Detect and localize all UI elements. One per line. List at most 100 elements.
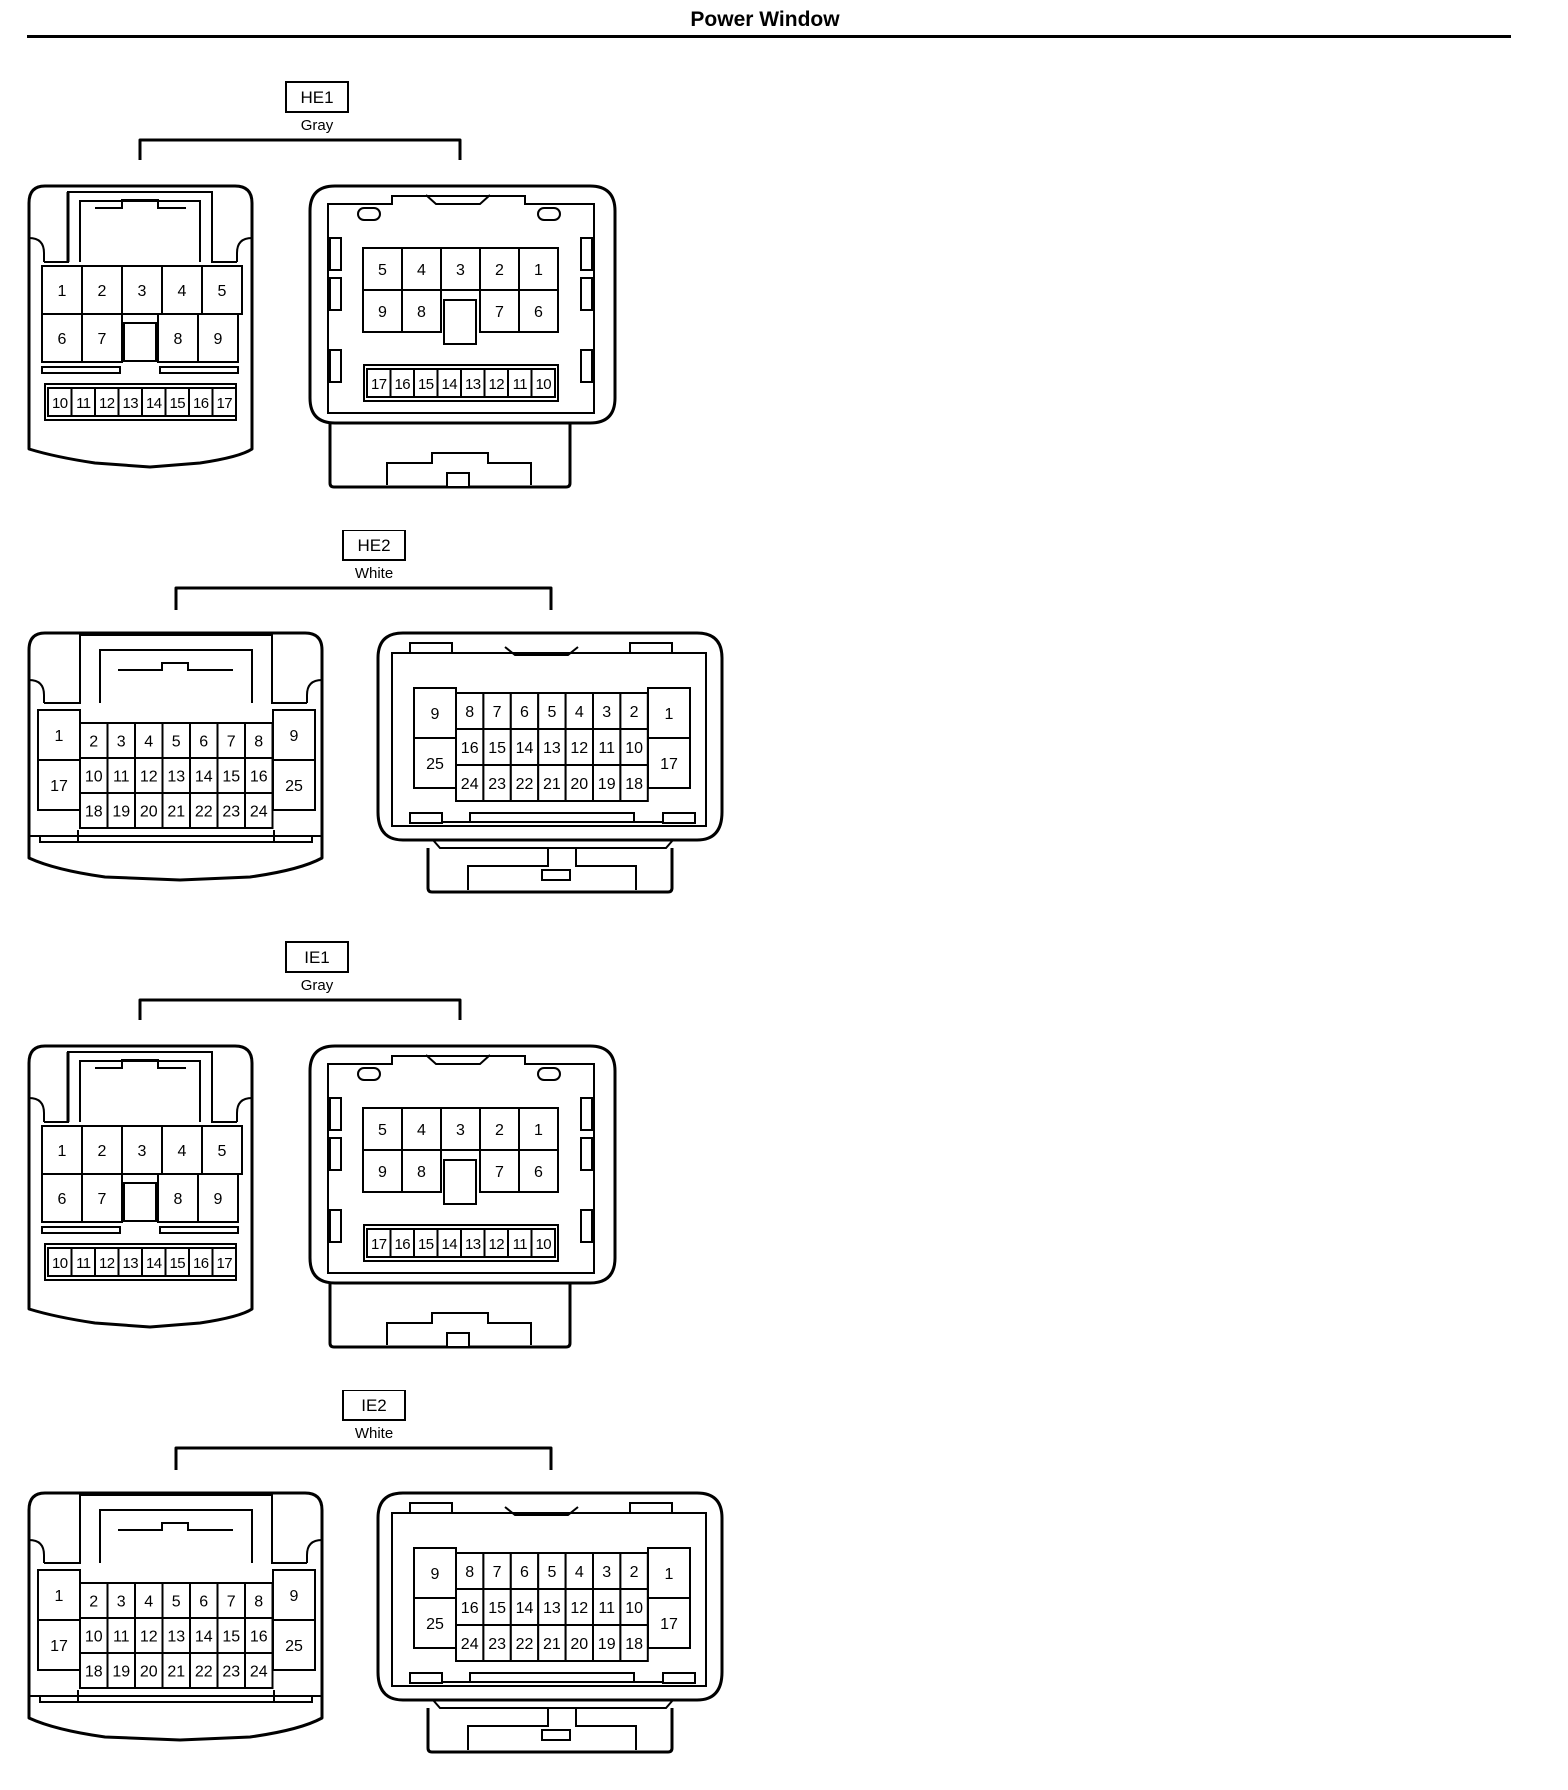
pin-number: 20 <box>140 1664 158 1681</box>
pin-number: 23 <box>488 1636 506 1653</box>
pin-number: 17 <box>217 395 233 412</box>
pin-number: 6 <box>58 331 67 348</box>
pin-cell <box>592 1588 622 1626</box>
pin-number: 1 <box>534 1122 543 1139</box>
pin-number: 12 <box>570 1600 588 1617</box>
pin-cell <box>362 1149 403 1193</box>
pin-cell <box>244 1617 274 1654</box>
pin-cell <box>564 728 594 766</box>
key-block <box>123 1182 157 1222</box>
pin-number: 1 <box>58 283 67 300</box>
pin-number: 4 <box>575 704 584 721</box>
pin-cell <box>362 1107 403 1151</box>
pin-number: 23 <box>222 804 240 821</box>
pin-cell <box>161 1582 191 1619</box>
pin-cell <box>81 1173 123 1223</box>
pin-cell <box>619 1552 649 1590</box>
pin-cell <box>482 764 512 802</box>
lock-tab <box>118 1522 233 1531</box>
pin-number: 20 <box>570 1636 588 1653</box>
pin-cell <box>455 728 485 766</box>
pin-number: 12 <box>570 740 588 757</box>
pin-cell <box>161 1617 191 1654</box>
connector-code: IE2 <box>361 1396 387 1415</box>
pin-number: 15 <box>222 1629 240 1646</box>
pin-number: 7 <box>493 1564 502 1581</box>
pin-cell <box>509 1552 540 1590</box>
pin-number: 3 <box>456 262 465 279</box>
pin-number: 4 <box>417 1122 426 1139</box>
pin-number: 16 <box>461 740 479 757</box>
pin-cell <box>81 313 123 363</box>
pin-cell <box>537 728 567 766</box>
pin-number: 7 <box>227 1594 236 1611</box>
pin-cell <box>161 722 191 759</box>
connector-code-box <box>342 530 406 561</box>
pin-cell <box>479 247 520 291</box>
pin-number: 10 <box>625 740 643 757</box>
pin-cell <box>37 1619 81 1671</box>
pin-number: 11 <box>76 1255 91 1272</box>
pin-number: 13 <box>465 376 481 393</box>
pin-number: 8 <box>465 704 474 721</box>
pin-number: 17 <box>50 778 68 795</box>
housing-outline <box>308 1044 617 1285</box>
pin-number: 6 <box>520 704 529 721</box>
pin-number: 14 <box>516 740 534 757</box>
pin-number: 17 <box>660 1616 678 1633</box>
connector-code: HE1 <box>300 88 333 107</box>
pin-number: 16 <box>461 1600 479 1617</box>
pin-cell <box>161 792 191 829</box>
pin-number: 25 <box>285 1638 303 1655</box>
pin-number: 21 <box>167 804 185 821</box>
pin-number: 3 <box>138 283 147 300</box>
pin-number: 4 <box>178 1143 187 1160</box>
pin-number: 5 <box>218 1143 227 1160</box>
pin-number: 14 <box>195 1629 213 1646</box>
pin-cell <box>216 757 246 794</box>
pin-number: 5 <box>378 1122 387 1139</box>
pin-number: 4 <box>144 734 153 751</box>
pin-cell <box>509 728 540 766</box>
pin-cell <box>41 313 83 363</box>
pin-cell <box>121 1125 163 1175</box>
pin-cell <box>401 247 442 291</box>
pin-cell <box>455 1624 485 1662</box>
pin-number: 19 <box>598 776 616 793</box>
connector-color: White <box>355 565 393 582</box>
pin-number: 8 <box>417 1164 426 1181</box>
pin-number: 3 <box>602 704 611 721</box>
pin-number: 20 <box>140 804 158 821</box>
pin-number: 15 <box>418 376 434 393</box>
pin-number: 9 <box>290 728 299 745</box>
pin-number: 12 <box>99 395 115 412</box>
pin-cell <box>537 1588 567 1626</box>
pin-number: 16 <box>250 1629 268 1646</box>
pin-number: 15 <box>170 395 186 412</box>
pin-number: 10 <box>52 395 68 412</box>
pin-cell <box>272 759 316 811</box>
pin-cell <box>211 387 237 417</box>
pin-cell <box>272 1619 316 1671</box>
pin-number: 25 <box>426 756 444 773</box>
pin-cell <box>106 722 136 759</box>
lock-frame <box>44 1494 307 1564</box>
pin-number: 1 <box>58 1143 67 1160</box>
pin-cell <box>401 289 442 333</box>
pin-number: 7 <box>495 304 504 321</box>
pin-number: 9 <box>214 1191 223 1208</box>
connector-color: Gray <box>301 117 334 134</box>
pin-cell <box>482 692 512 730</box>
pin-number: 10 <box>52 1255 68 1272</box>
housing-outline <box>376 1491 724 1702</box>
pin-number: 1 <box>55 728 64 745</box>
connector-color: Gray <box>301 977 334 994</box>
connector-code-box <box>285 941 349 973</box>
page-title: Power Window <box>690 8 840 31</box>
